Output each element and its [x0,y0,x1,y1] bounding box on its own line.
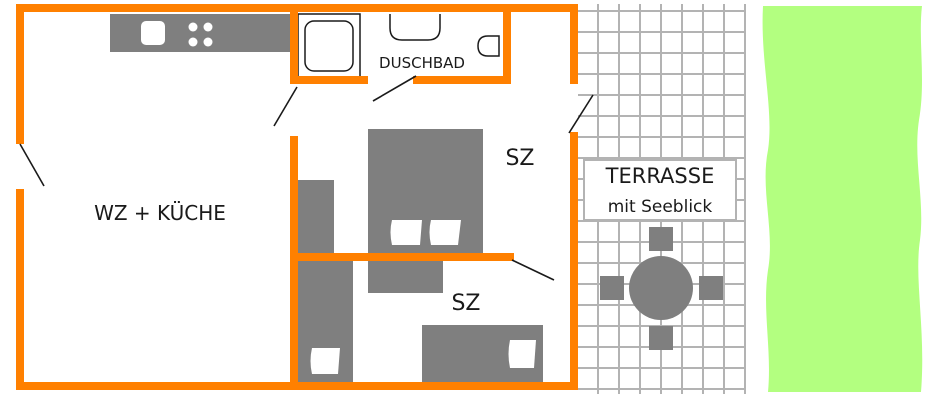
terrace-subtitle: mit Seeblick [608,197,713,217]
round-table [629,256,693,320]
terrace-label-backdrop [583,159,737,221]
pillow-icon [508,340,536,368]
terrace-title: TERRASSE [605,164,715,188]
washbasin-icon [389,14,441,41]
room-label-shower-bath: DUSCHBAD [379,54,465,72]
single-bed-right [422,325,543,383]
pillow-icon [429,220,461,245]
stove-burner-icon [203,22,213,32]
sideboard [368,261,443,293]
single-bed-left [298,261,353,383]
chair [699,276,723,300]
stove-burner-icon [188,22,198,32]
pillow-icon [310,348,340,374]
chair [649,326,673,350]
terrace-table-set [600,227,723,350]
lawn-area [762,6,923,392]
shower-icon [297,13,361,79]
room-label-bedroom-2: SZ [451,291,480,316]
chair [600,276,624,300]
walls [16,4,578,390]
wardrobe [298,180,334,256]
room-label-living-kitchen: WZ + KÜCHE [94,201,226,225]
doors [19,75,594,281]
kitchen-counter [110,14,290,52]
room-label-bedroom-1: SZ [505,146,534,171]
sink-icon [141,21,165,45]
double-bed [368,129,483,254]
chair [649,227,673,251]
stove-burner-icon [203,37,213,47]
pillow-icon [390,220,422,245]
stove-burner-icon [188,37,198,47]
toilet-icon [477,35,500,57]
